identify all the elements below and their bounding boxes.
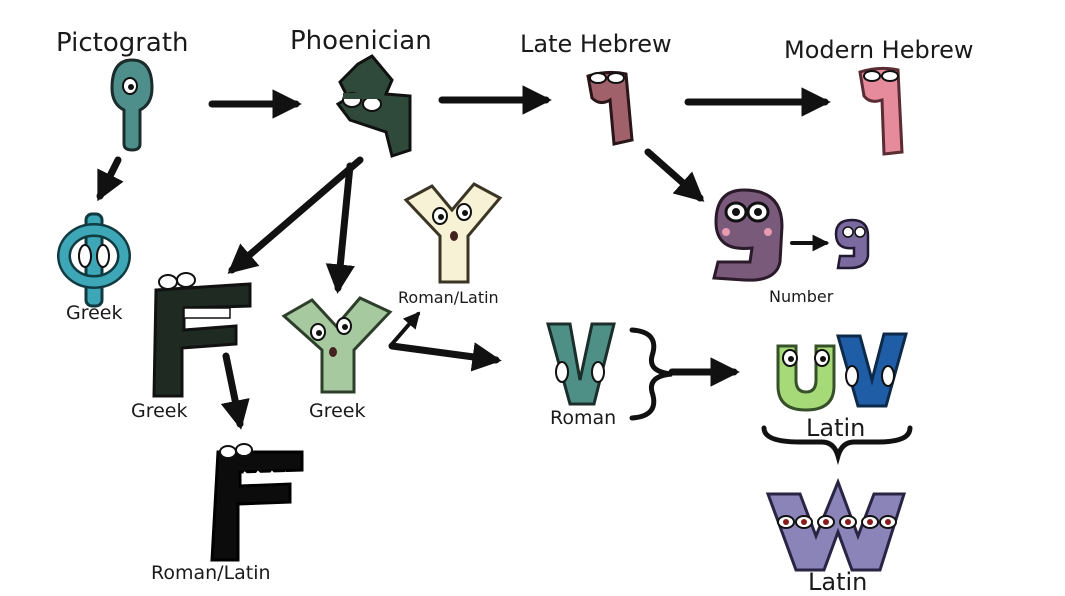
arrow-greek-y-to-roman-latin-y [390,311,421,346]
latin-u-character [776,344,836,412]
roman-latin-f-label: Roman/Latin [151,562,271,584]
roman-latin-y-label: Roman/Latin [398,288,499,307]
greek-y-label: Greek [309,400,366,422]
roman-latin-y-character [403,182,503,284]
latin-w-label: Latin [808,568,868,596]
greek-f-character [152,272,252,398]
small-nine-character [834,218,870,270]
phoenician-label: Phoenician [290,26,432,56]
modern-hebrew-character [858,66,904,156]
greek-phi-character [57,212,131,308]
pictograph-label: Pictograth [56,28,189,58]
arrow-greek-f-to-roman-latin-f [220,352,250,430]
roman-brace [629,327,673,421]
number-nine-character [712,188,784,282]
arrow-phoenician-to-greek-f [227,156,364,274]
arrow-greek-y-to-roman-v [388,342,502,372]
arrow-pictograph-to-greek-phi [96,156,124,202]
greek-y-character [281,296,393,394]
late-hebrew-label: Late Hebrew [520,30,672,58]
late-hebrew-character [586,70,634,146]
arrow-phoenician-to-greek-y [325,162,355,294]
latin-uv-label: Latin [806,414,866,442]
modern-hebrew-label: Modern Hebrew [784,36,974,64]
greek-f-label: Greek [131,400,188,422]
latin-brace [761,425,913,466]
arrow-late-hebrew-to-number [644,148,705,202]
roman-latin-f-character [210,443,304,562]
number-label: Number [769,287,834,306]
greek-phi-label: Greek [66,302,123,324]
phoenician-character [335,54,412,158]
roman-v-label: Roman [550,407,617,429]
roman-v-character [546,322,616,406]
pictograph-character [110,58,154,152]
latin-v-character [836,332,908,408]
latin-w-character [765,477,907,572]
